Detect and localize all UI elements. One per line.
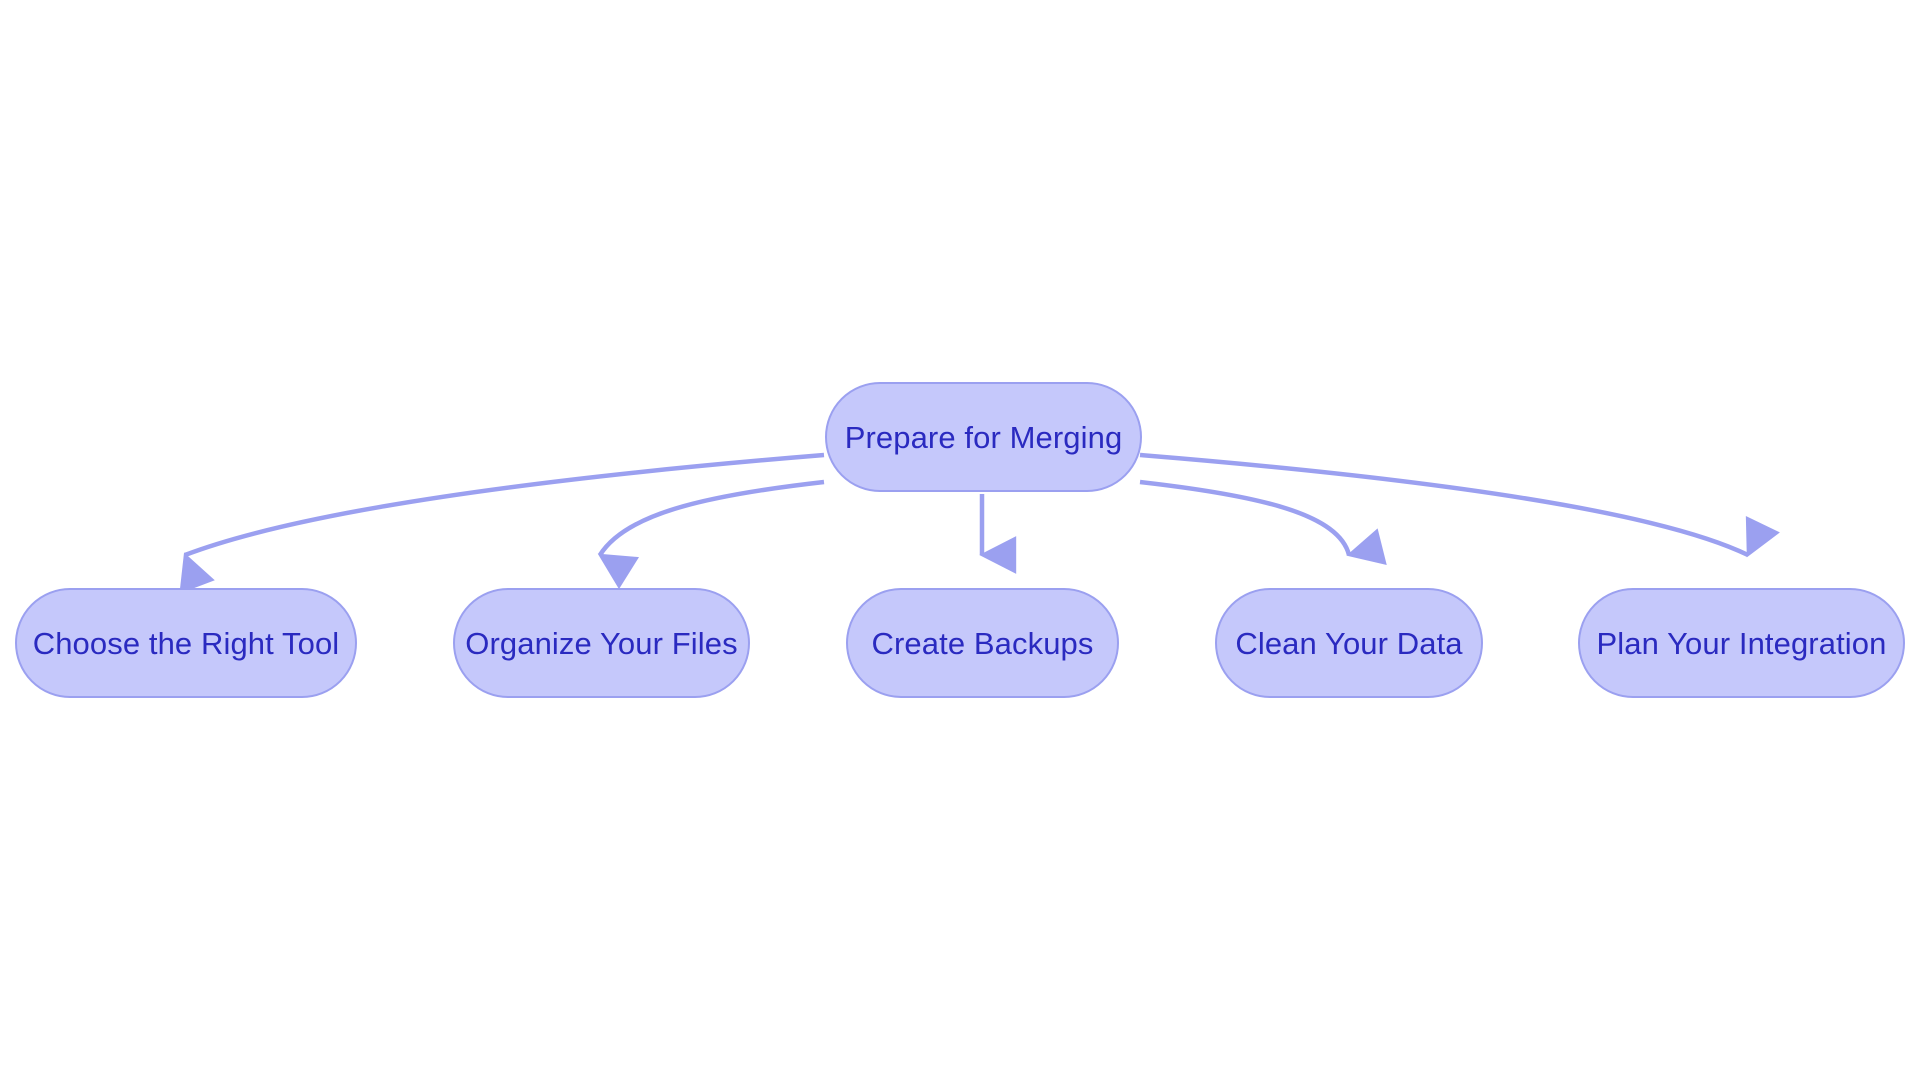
node-clean-your-data[interactable]: Clean Your Data [1215,588,1483,698]
edge-root-to-choose-the-right-tool [179,452,825,594]
edge-root-to-clean-your-data [1139,479,1387,565]
node-prepare-for-merging[interactable]: Prepare for Merging [825,382,1142,492]
node-label: Plan Your Integration [1596,625,1887,661]
node-create-backups[interactable]: Create Backups [846,588,1119,698]
node-label: Choose the Right Tool [32,625,340,661]
node-label: Prepare for Merging [844,419,1123,455]
edge-root-to-plan-your-integration [1139,452,1780,558]
node-organize-your-files[interactable]: Organize Your Files [453,588,750,698]
node-plan-your-integration[interactable]: Plan Your Integration [1578,588,1905,698]
edge-root-to-organize-your-files [597,479,825,590]
node-label: Clean Your Data [1235,625,1463,661]
node-label: Organize Your Files [465,625,738,661]
node-choose-the-right-tool[interactable]: Choose the Right Tool [15,588,357,698]
node-label: Create Backups [871,625,1094,661]
